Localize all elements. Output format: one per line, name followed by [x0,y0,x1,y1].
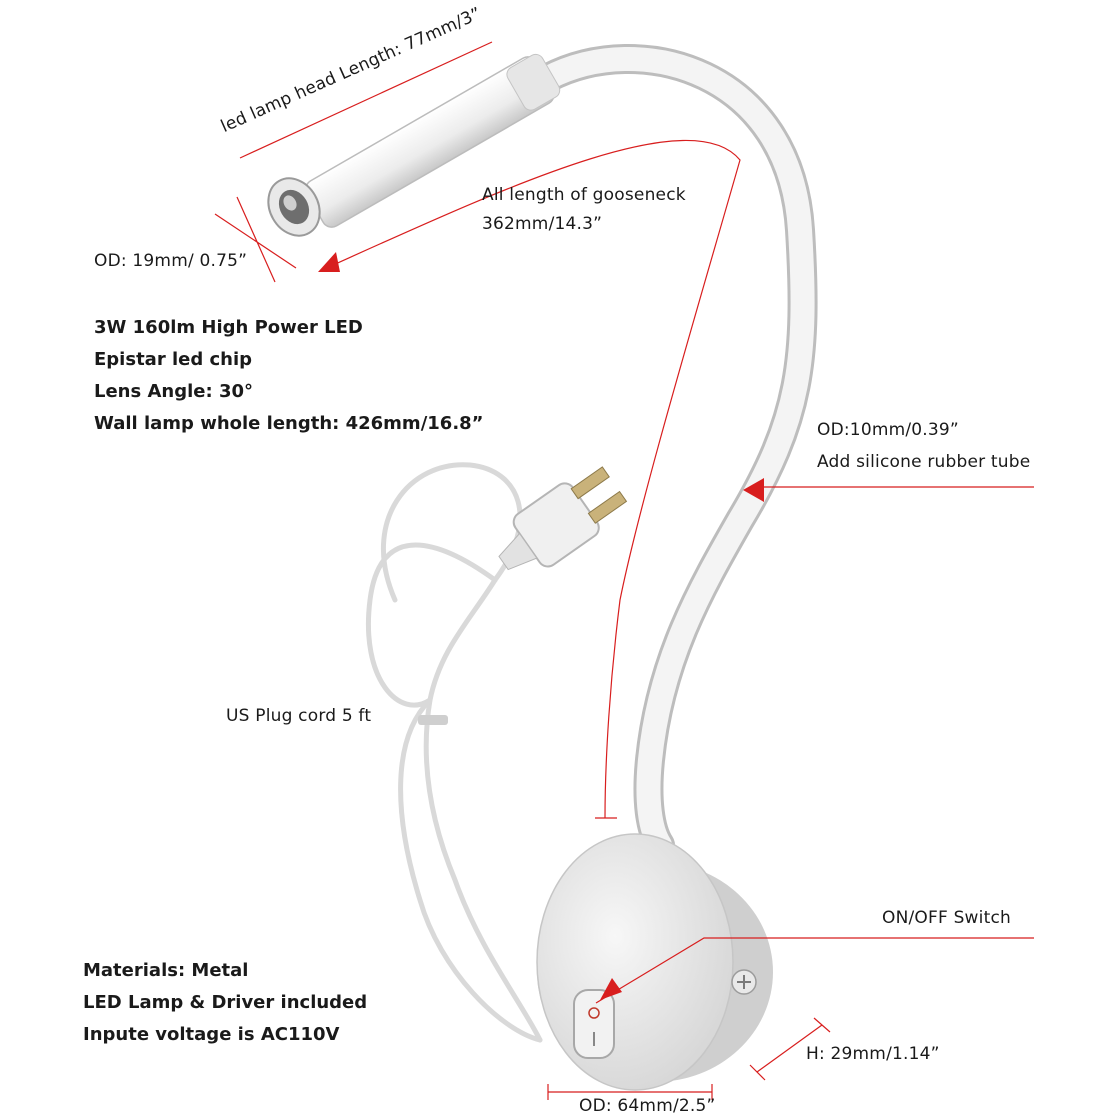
spec-voltage: Inpute voltage is AC110V [83,1024,340,1045]
tube-note-label: Add silicone rubber tube [817,452,1031,472]
spec-included: LED Lamp & Driver included [83,992,368,1013]
switch-label: ON/OFF Switch [882,908,1011,928]
switch-icon [573,989,615,1059]
gooseneck-length-value: 362mm/14.3” [482,214,603,234]
screw-icon [731,969,757,995]
spec-power: 3W 160lm High Power LED [94,317,363,338]
spec-lens-angle: Lens Angle: 30° [94,381,253,402]
height-label: H: 29mm/1.14” [806,1044,940,1064]
lamp-base [536,833,773,1091]
cord-label: US Plug cord 5 ft [226,706,372,726]
dimension-lines [214,41,1034,1100]
base-od-label: OD: 64mm/2.5” [579,1096,716,1116]
gooseneck-arrow-icon [318,252,340,272]
switch-arrow-icon [600,978,622,1000]
tube-od-label: OD:10mm/0.39” [817,420,959,440]
spec-chip: Epistar led chip [94,349,253,370]
arrowheads [318,252,764,1000]
gooseneck [533,44,818,860]
tube-arrow-icon [743,478,764,502]
spec-materials: Materials: Metal [83,960,249,981]
cord-tie [418,715,448,725]
head-od-label: OD: 19mm/ 0.75” [94,251,248,271]
spec-whole-length: Wall lamp whole length: 426mm/16.8” [94,413,484,434]
lens-icon [267,177,321,237]
gooseneck-length-title: All length of gooseneck [482,185,686,205]
us-plug-icon [498,466,628,571]
